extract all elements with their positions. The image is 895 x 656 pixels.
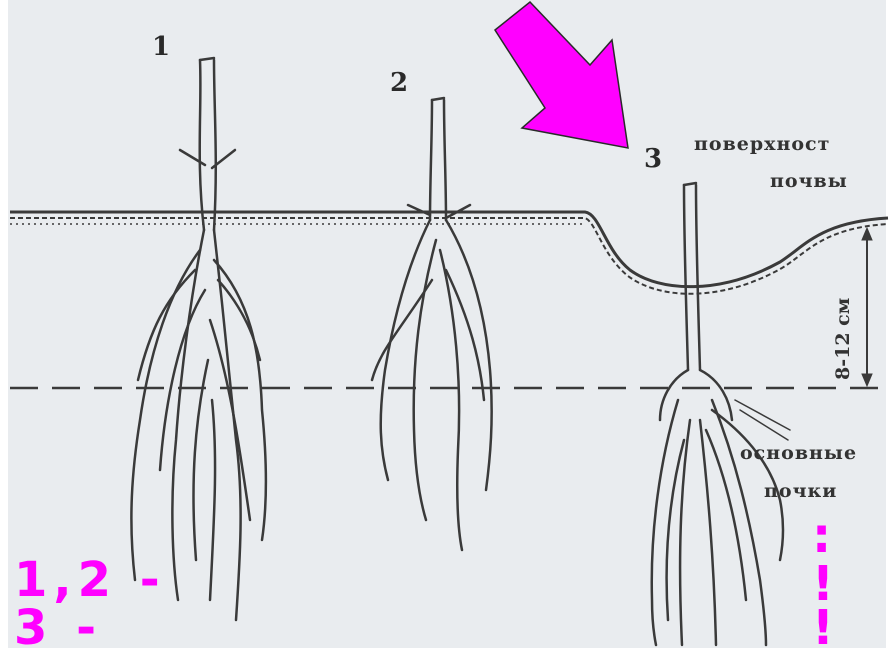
seedling-3-number: 3 (644, 144, 662, 174)
soil-surface-label-line1: поверхност (694, 133, 830, 155)
main-buds-label-line1: основные (740, 442, 857, 464)
depth-label: 8-12 см (832, 298, 854, 380)
seedling-2-number: 2 (390, 68, 408, 98)
main-buds-label-line2: почки (764, 480, 837, 502)
seedling-1-number: 1 (152, 32, 170, 62)
soil-surface-label-line2: почвы (770, 170, 848, 192)
